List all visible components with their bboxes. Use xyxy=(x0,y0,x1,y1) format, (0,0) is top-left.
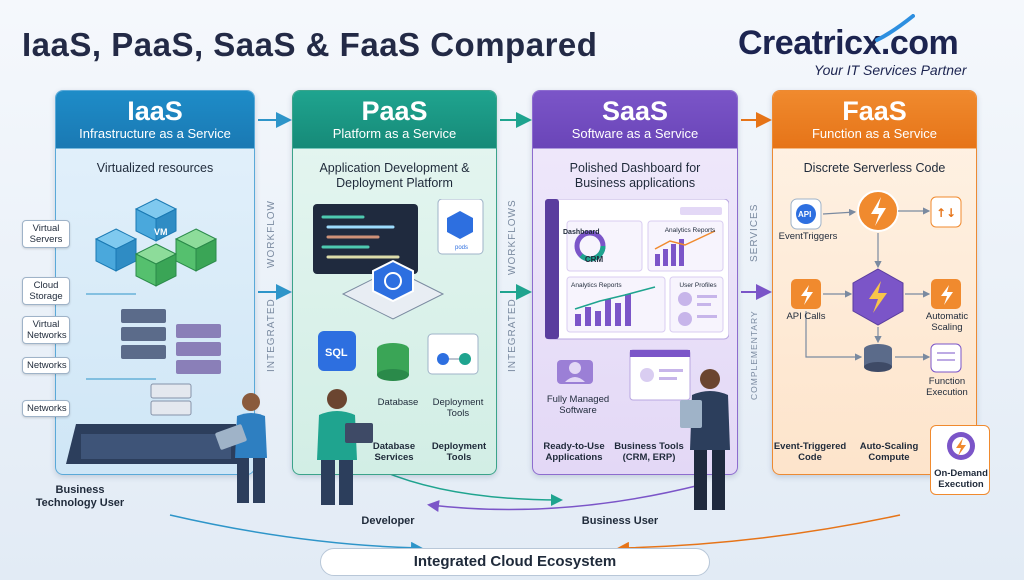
faas-footer-auto-scaling: Auto-Scaling Compute xyxy=(859,441,919,463)
brand-tagline: Your IT Services Partner xyxy=(814,62,967,78)
tag-virtual-networks: Virtual Networks xyxy=(22,316,70,344)
column-paas: PaaS Platform as a Service Application D… xyxy=(292,90,497,475)
paas-body: Application Development & Deployment Pla… xyxy=(293,149,496,474)
flow-mid-a xyxy=(379,469,563,506)
svg-text:SQL: SQL xyxy=(325,347,348,359)
brand-logo: Creatricx.com xyxy=(738,24,959,62)
vm-cubes: VM xyxy=(94,198,218,287)
paas-header: PaaS Platform as a Service xyxy=(293,91,496,149)
label-fully-managed: Fully Managed Software xyxy=(546,394,610,416)
saas-desc: Polished Dashboard for Business applicat… xyxy=(569,161,701,190)
persona-business-user: Business User xyxy=(581,515,659,527)
kubernetes-icon xyxy=(372,259,414,303)
paas-name: PaaS xyxy=(361,96,428,126)
server-stack-illustration: VM xyxy=(66,198,246,464)
side-label-complementary: COMPLEMENTARY xyxy=(749,310,759,400)
tag-networks-2: Networks xyxy=(22,400,70,417)
label-on-demand: On-Demand Execution xyxy=(934,468,988,490)
flow-mid-b xyxy=(427,484,701,512)
label-analytics-1: Analytics Reports xyxy=(664,227,716,234)
label-crm: CRM xyxy=(584,255,604,264)
paas-subtitle: Platform as a Service xyxy=(332,126,457,141)
side-label-services: SERVICES xyxy=(749,203,760,262)
iaas-subtitle: Infrastructure as a Service xyxy=(79,126,231,141)
saas-body: Polished Dashboard for Business applicat… xyxy=(533,149,737,474)
iaas-body: Virtualized resources VM xyxy=(56,149,254,474)
faas-header: FaaS Function as a Service xyxy=(773,91,976,149)
business-technology-user-figure xyxy=(215,393,267,503)
iaas-name: IaaS xyxy=(127,96,183,126)
label-user-profiles: User Profiles xyxy=(679,282,717,289)
pods-icon xyxy=(447,211,473,239)
managed-software-icon xyxy=(557,360,593,384)
network-lines xyxy=(86,293,156,380)
vm-label-1: VM xyxy=(154,227,168,237)
label-dashboard: Dashboard xyxy=(563,229,600,236)
footer-ecosystem-label: Integrated Cloud Ecosystem xyxy=(320,548,710,576)
page-title: IaaS, PaaS, SaaS & FaaS Compared xyxy=(22,26,598,63)
saas-footer-ready-to-use: Ready-to-Use Applications xyxy=(543,441,605,463)
tag-virtual-servers: Virtual Servers xyxy=(22,220,70,248)
side-label-integrated-2: INTEGRATED xyxy=(507,298,518,372)
label-automatic-scaling: Automatic Scaling xyxy=(925,311,969,333)
sql-db xyxy=(318,331,356,371)
saas-header: SaaS Software as a Service xyxy=(533,91,737,149)
svg-text:pods: pods xyxy=(455,245,468,251)
label-function-execution: Function Execution xyxy=(926,376,968,398)
side-label-integrated-1: INTEGRATED xyxy=(266,298,277,372)
persona-developer: Developer xyxy=(361,515,415,527)
label-analytics-2: Analytics Reports xyxy=(571,282,622,289)
faas-desc: Discrete Serverless Code xyxy=(803,161,946,175)
profile-window-icon xyxy=(629,349,691,401)
label-api-calls: API Calls xyxy=(786,311,826,322)
code-editor xyxy=(313,204,418,274)
deploy-tools-card xyxy=(427,333,479,375)
saas-name: SaaS xyxy=(601,96,669,126)
on-demand-card: On-Demand Execution xyxy=(930,425,990,495)
paas-platform-illustration: pods SQL xyxy=(313,199,484,381)
column-faas: FaaS Function as a Service Discrete Serv… xyxy=(772,90,977,475)
gear-lightning-icon xyxy=(947,432,975,460)
faas-flow-illustration: API ↑↓ xyxy=(790,190,962,373)
side-label-workflows: WORKFLOWS xyxy=(507,199,518,275)
faas-name: FaaS xyxy=(842,96,907,126)
flow-left xyxy=(169,514,423,554)
faas-footer-event-triggered: Event-Triggered Code xyxy=(773,441,847,463)
iaas-desc: Virtualized resources xyxy=(96,161,214,175)
paas-desc: Application Development & Deployment Pla… xyxy=(319,161,470,190)
iaas-header: IaaS Infrastructure as a Service xyxy=(56,91,254,149)
side-label-workflow: WORKFLOW xyxy=(266,200,277,268)
label-deployment-tools: Deployment Tools xyxy=(432,397,484,419)
saas-footer-business-tools: Business Tools (CRM, ERP) xyxy=(614,441,684,463)
label-event-triggers: EventTriggers xyxy=(778,231,838,242)
faas-body: Discrete Serverless Code API ↑↓ xyxy=(773,149,976,474)
brand-swoosh-icon xyxy=(875,14,915,42)
faas-subtitle: Function as a Service xyxy=(811,126,937,141)
svg-text:↑↓: ↑↓ xyxy=(936,206,956,220)
persona-business-technology-user: Business Technology User xyxy=(35,484,125,509)
label-database: Database xyxy=(377,397,419,408)
saas-dashboard-illustration xyxy=(545,199,729,340)
paas-footer-database-services: Database Services xyxy=(372,441,416,463)
server-racks xyxy=(66,309,246,464)
paas-footer-deployment-tools: Deployment Tools xyxy=(431,441,487,463)
flow-right xyxy=(617,514,901,554)
business-user-figure xyxy=(680,369,730,510)
tag-cloud-storage: Cloud Storage xyxy=(22,277,70,305)
database-cylinder xyxy=(377,369,409,381)
tag-networks-1: Networks xyxy=(22,357,70,374)
svg-text:API: API xyxy=(798,210,811,219)
saas-subtitle: Software as a Service xyxy=(571,126,699,141)
developer-figure xyxy=(317,389,373,505)
